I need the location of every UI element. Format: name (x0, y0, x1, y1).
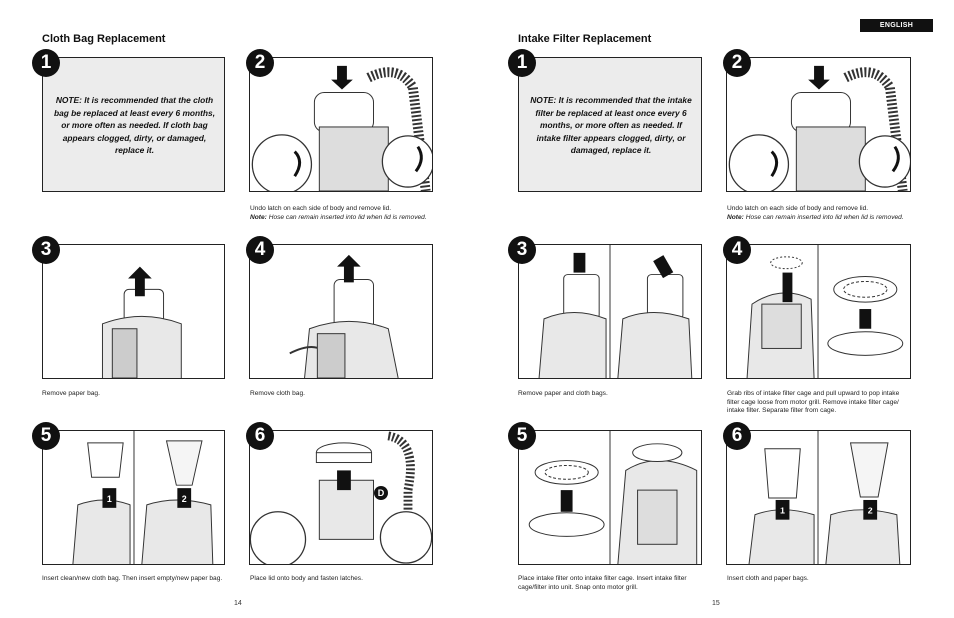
section-title-intake-filter: Intake Filter Replacement (518, 33, 652, 45)
caption: Insert clean/new cloth bag. Then insert … (42, 575, 223, 582)
vacuum-lid-illustration (250, 431, 432, 564)
illustration-remove-filter (726, 244, 911, 379)
step-badge: 1 (508, 49, 536, 77)
bag-insert-illustration: 1 2 (748, 431, 901, 564)
illustration-insert-bags: 1 2 (726, 430, 911, 565)
caption: Place lid onto body and fasten latches. (250, 575, 363, 582)
bag-insert-illustration: 1 2 (72, 431, 214, 564)
vacuum-lid-illustration (251, 65, 432, 191)
arrow-label: 1 (107, 494, 112, 504)
note-panel: NOTE: It is recommended that the intake … (518, 57, 702, 192)
filter-cage-illustration (746, 245, 904, 378)
step-badge: 3 (32, 236, 60, 264)
arrow-label: 2 (868, 506, 873, 516)
step-badge: 5 (508, 422, 536, 450)
caption-text: Undo latch on each side of body and remo… (250, 205, 392, 212)
step-badge: 3 (508, 236, 536, 264)
vacuum-body-illustration (289, 254, 399, 378)
caption: Remove cloth bag. (250, 390, 305, 397)
note-text: NOTE: It is recommended that the cloth b… (53, 95, 216, 155)
caption-text: Undo latch on each side of body and remo… (727, 205, 869, 212)
caption: Insert cloth and paper bags. (727, 575, 809, 582)
caption: Place intake filter onto intake filter c… (518, 575, 687, 591)
step-badge: 4 (246, 236, 274, 264)
illustration-lid-removal (249, 57, 433, 192)
step-badge: 4 (723, 236, 751, 264)
vacuum-lid-illustration (728, 65, 910, 191)
callout-d: D (374, 486, 388, 500)
section-title-cloth-bag: Cloth Bag Replacement (42, 33, 166, 45)
filter-cage-illustration (528, 431, 698, 564)
caption: Remove paper and cloth bags. (518, 390, 608, 397)
step-badge: 2 (246, 49, 274, 77)
caption-note-label: Note: (727, 213, 744, 221)
step-badge: 5 (32, 422, 60, 450)
caption: Undo latch on each side of body and remo… (727, 205, 927, 222)
step-badge: 2 (723, 49, 751, 77)
caption: Grab ribs of intake filter cage and pull… (727, 390, 900, 415)
caption: Remove paper bag. (42, 390, 100, 397)
arrow-label: 1 (780, 506, 785, 516)
vacuum-body-illustration (538, 245, 693, 378)
step-badge: 1 (32, 49, 60, 77)
illustration-remove-paper-bag (42, 244, 225, 379)
illustration-insert-bags: 1 2 (42, 430, 225, 565)
page-number: 14 (234, 600, 242, 607)
step-badge: 6 (723, 422, 751, 450)
illustration-remove-cloth-bag (249, 244, 433, 379)
page-number: 15 (712, 600, 720, 607)
vacuum-body-illustration (101, 266, 182, 378)
illustration-remove-bags (518, 244, 702, 379)
caption-note: Hose can remain inserted into lid when l… (268, 213, 427, 221)
illustration-replace-lid: D (249, 430, 433, 565)
note-text: NOTE: It is recommended that the intake … (530, 95, 692, 155)
step-badge: 6 (246, 422, 274, 450)
illustration-insert-filter (518, 430, 702, 565)
arrow-label: 2 (182, 494, 187, 504)
caption: Undo latch on each side of body and remo… (250, 205, 450, 222)
caption-note: Hose can remain inserted into lid when l… (745, 213, 904, 221)
caption-note-label: Note: (250, 213, 267, 221)
illustration-lid-removal (726, 57, 911, 192)
note-panel: NOTE: It is recommended that the cloth b… (42, 57, 225, 192)
language-tab: ENGLISH (860, 19, 933, 32)
